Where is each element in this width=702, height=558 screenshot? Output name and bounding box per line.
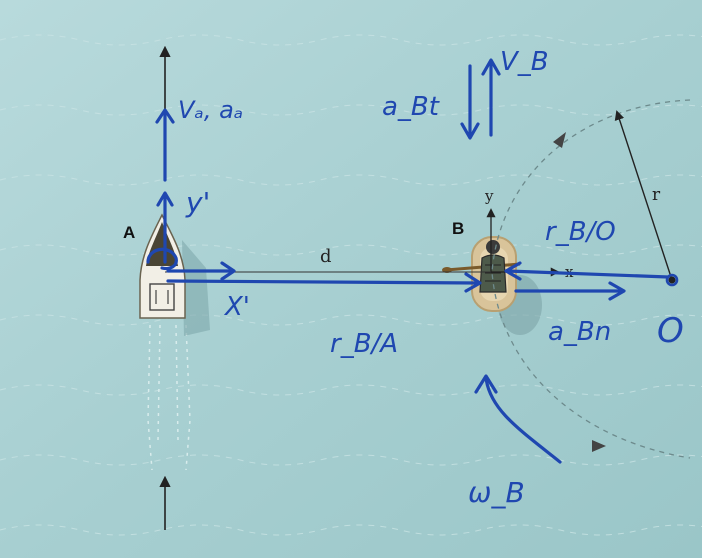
annotation-va-aa: Vₐ, aₐ xyxy=(178,96,243,124)
annotation-y-prime: y' xyxy=(185,186,210,219)
axis-x-prime-arrowhead xyxy=(220,261,236,281)
annotation-r-bo: r_B/O xyxy=(545,217,616,247)
label-point-a: A xyxy=(123,223,135,242)
vector-vb-arrowhead xyxy=(481,58,501,76)
annotation-a-bt: a_Bt xyxy=(382,92,440,122)
vector-r-bo-arrowhead xyxy=(504,261,522,281)
vector-va-arrowhead xyxy=(155,108,175,124)
axis-y-prime-arrowhead xyxy=(156,191,174,207)
path-arrow-bottom xyxy=(592,440,606,452)
annotation-omega-b: ω_B xyxy=(468,476,525,509)
paddler-figure xyxy=(442,240,521,293)
radius-line xyxy=(614,110,673,281)
vector-r-ba-arrow xyxy=(166,279,480,285)
wave-pattern xyxy=(0,34,702,536)
center-point-o xyxy=(668,276,676,284)
distance-label: d xyxy=(320,246,332,267)
annotation-r-ba: r_B/A xyxy=(330,329,398,359)
path-arrow-top xyxy=(553,132,566,148)
vector-a-bn-arrowhead xyxy=(608,281,626,301)
center-mark-o xyxy=(665,273,679,287)
boat-a-wake xyxy=(147,324,191,471)
vector-a-bt-arrowhead xyxy=(460,122,480,140)
circular-path xyxy=(491,99,691,459)
label-point-b: B xyxy=(452,219,464,238)
vector-r-ba-arrowhead xyxy=(464,272,482,293)
annotation-x-prime: X' xyxy=(223,292,250,322)
rotation-marker-a xyxy=(146,247,178,271)
omega-b-arrowhead xyxy=(474,374,498,394)
annotation-o: O xyxy=(657,311,684,351)
annotation-vb: V_B xyxy=(500,47,549,77)
radius-label: r xyxy=(652,185,661,205)
omega-b-curve xyxy=(484,376,562,464)
axis-y-label: y xyxy=(484,187,494,205)
vector-r-bo-arrow xyxy=(506,269,670,279)
annotation-a-bn: a_Bn xyxy=(548,317,611,347)
